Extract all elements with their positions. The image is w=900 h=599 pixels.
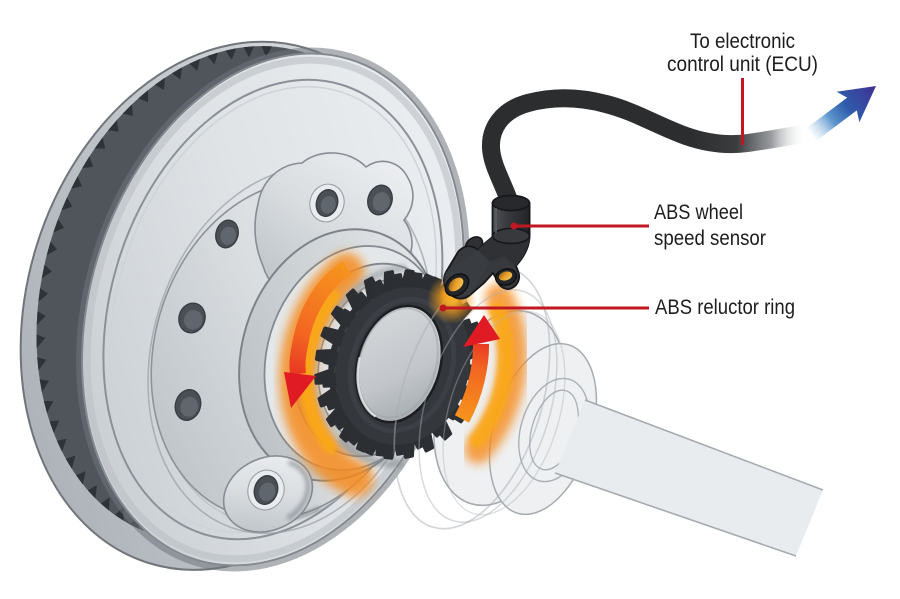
svg-text:ABS wheel: ABS wheel xyxy=(654,200,743,224)
svg-text:control unit (ECU): control unit (ECU) xyxy=(667,52,818,76)
svg-text:speed sensor: speed sensor xyxy=(654,226,766,250)
svg-text:To electronic: To electronic xyxy=(690,29,795,53)
svg-text:ABS reluctor ring: ABS reluctor ring xyxy=(655,295,795,319)
